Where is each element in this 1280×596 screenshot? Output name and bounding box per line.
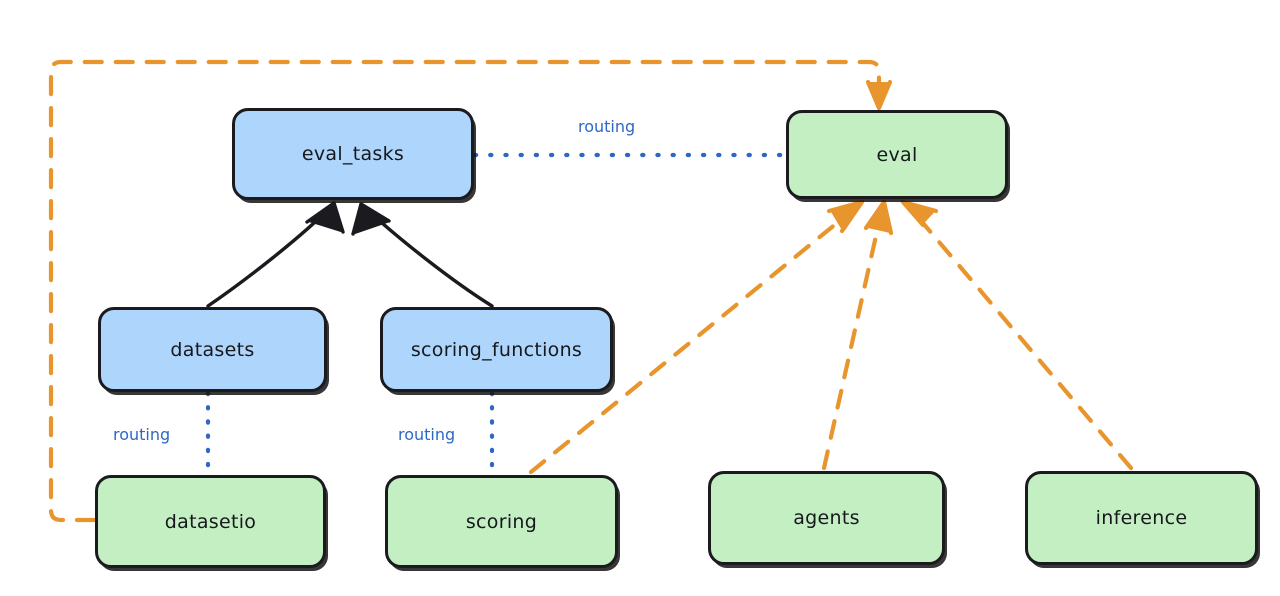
node-eval-tasks[interactable]: eval_tasks xyxy=(232,108,474,200)
edge-agents-to-eval xyxy=(821,198,894,471)
node-datasets[interactable]: datasets xyxy=(98,307,327,392)
edge-scoring-to-eval xyxy=(528,199,866,475)
node-label-datasets: datasets xyxy=(170,338,255,361)
node-label-eval: eval xyxy=(876,143,918,166)
edge-inference-to-eval xyxy=(899,199,1134,471)
node-scoring-functions[interactable]: scoring_functions xyxy=(380,307,613,392)
edge-datasets-to-eval-tasks xyxy=(206,201,345,308)
node-agents[interactable]: agents xyxy=(708,471,945,565)
edge-label-routing-eval-tasks: routing xyxy=(578,117,636,136)
node-label-datasetio: datasetio xyxy=(164,510,257,533)
edge-label-routing-datasets: routing xyxy=(113,425,171,444)
node-datasetio[interactable]: datasetio xyxy=(95,475,326,568)
node-label-scoring-functions: scoring_functions xyxy=(410,338,583,361)
node-label-scoring: scoring xyxy=(465,510,538,533)
node-label-eval-tasks: eval_tasks xyxy=(301,143,405,165)
node-label-inference: inference xyxy=(1095,507,1188,529)
node-eval[interactable]: eval xyxy=(786,110,1008,199)
node-scoring[interactable]: scoring xyxy=(385,475,618,568)
node-label-agents: agents xyxy=(793,507,860,529)
edge-label-routing-scoring-functions: routing xyxy=(398,425,456,444)
edge-scoring-functions-to-eval-tasks xyxy=(351,202,494,308)
edge-datasetio-to-eval xyxy=(48,59,893,523)
node-inference[interactable]: inference xyxy=(1025,471,1258,565)
